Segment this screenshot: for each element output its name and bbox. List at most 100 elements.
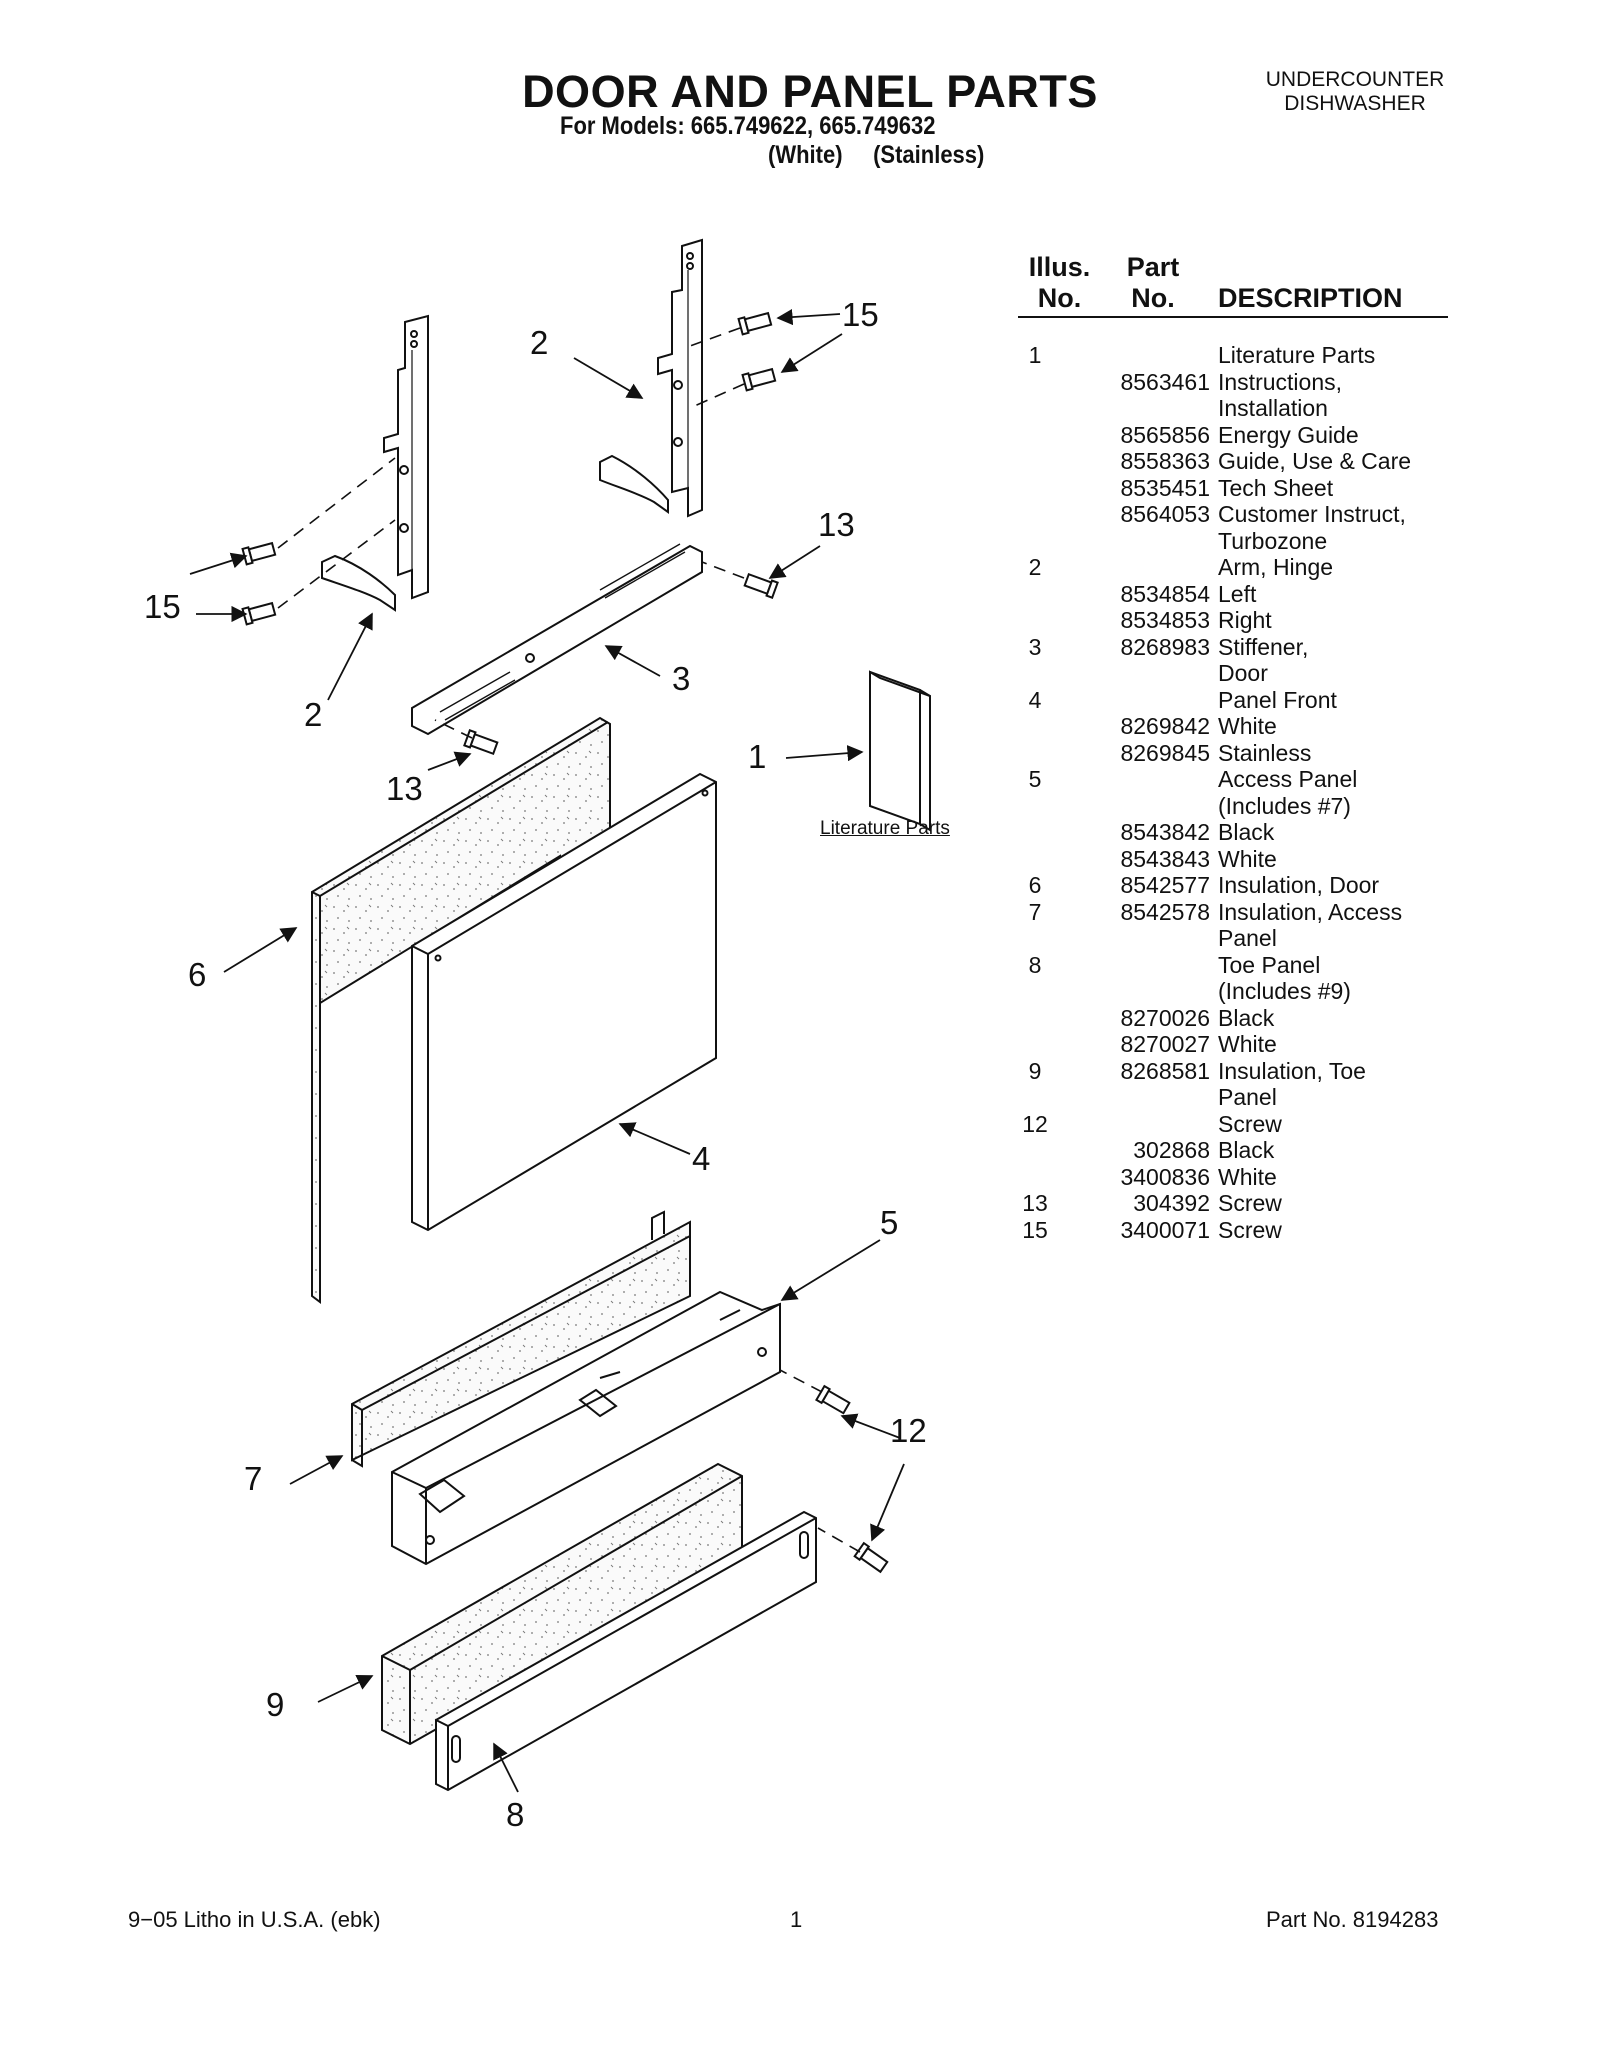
part-number: 8543843	[1120, 845, 1210, 872]
illus-number: 13	[1022, 1190, 1048, 1216]
part-number: 8565856	[1120, 421, 1210, 448]
part-description: Stainless	[1218, 739, 1312, 766]
part-description: Stiffener,	[1218, 633, 1309, 660]
part-description: Tech Sheet	[1218, 474, 1334, 501]
part-description: Panel	[1218, 1084, 1277, 1110]
part-number: 8563461	[1120, 368, 1210, 395]
part-description: Literature Parts	[1218, 342, 1376, 368]
literature-parts-booklet	[869, 670, 931, 832]
footer-litho: 9−05 Litho in U.S.A. (ebk)	[128, 1907, 381, 1932]
part-description: Panel	[1218, 925, 1277, 951]
panel-front-part	[411, 772, 717, 1232]
part-description: Black	[1218, 1004, 1275, 1031]
illus-number: 12	[1022, 1110, 1048, 1137]
parts-row: Panel	[1000, 925, 1460, 952]
part-number: 8534854	[1120, 580, 1210, 607]
part-number: 8268983	[1120, 633, 1210, 660]
part-description: Customer Instruct,	[1218, 501, 1406, 527]
part-description: Right	[1218, 607, 1272, 633]
callout-15-top: 15	[842, 296, 879, 333]
callout-3: 3	[672, 660, 691, 697]
parts-row: Turbozone	[1000, 528, 1460, 555]
parts-row: 8270026 Black	[1000, 1005, 1460, 1032]
parts-row: Door	[1000, 660, 1460, 687]
door-stiffener-part	[411, 543, 703, 736]
illus-number: 8	[1028, 951, 1042, 978]
illus-number: 3	[1028, 633, 1042, 660]
footer-page-number: 1	[790, 1907, 803, 1932]
column-header-description: DESCRIPTION	[1218, 283, 1403, 313]
part-description: (Includes #9)	[1218, 978, 1351, 1004]
part-number: 3400836	[1120, 1163, 1210, 1190]
product-category: UNDERCOUNTER DISHWASHER	[1230, 68, 1480, 116]
access-panel-part	[391, 1290, 781, 1566]
part-description: Insulation, Access	[1218, 898, 1403, 925]
part-description: White	[1218, 845, 1277, 872]
part-number: 8558363	[1120, 448, 1210, 474]
part-number: 302868	[1133, 1137, 1210, 1163]
part-number: 8534853	[1120, 607, 1210, 633]
part-number: 8542578	[1120, 898, 1210, 925]
callout-12: 12	[890, 1412, 927, 1449]
part-number: 8542577	[1120, 872, 1210, 898]
col-illus-line1: Illus.	[1028, 252, 1091, 282]
parts-row: 3400836 White	[1000, 1164, 1460, 1191]
part-number: 304392	[1133, 1190, 1210, 1216]
access-panel-insulation-part	[351, 1210, 691, 1468]
part-number: 8269842	[1120, 713, 1210, 739]
column-header-part-no: Part No.	[1113, 252, 1193, 314]
illus-number: 15	[1022, 1216, 1048, 1243]
part-description: White	[1218, 1163, 1277, 1190]
part-number: 8270026	[1120, 1004, 1210, 1031]
parts-row: 8535451 Tech Sheet	[1000, 475, 1460, 502]
callout-13-right: 13	[818, 506, 855, 543]
col-part-line2: No.	[1131, 283, 1175, 313]
part-description: Screw	[1218, 1190, 1282, 1216]
part-description: Guide, Use & Care	[1218, 448, 1412, 474]
col-part-line1: Part	[1126, 252, 1180, 282]
callout-8: 8	[506, 1796, 525, 1833]
category-line-1: UNDERCOUNTER	[1265, 68, 1445, 91]
column-header-illus-no: Illus. No.	[1012, 252, 1107, 314]
parts-row: 8 Toe Panel	[1000, 952, 1460, 979]
part-description: Screw	[1218, 1216, 1282, 1243]
callout-4: 4	[692, 1140, 711, 1177]
parts-row: 8534854 Left	[1000, 581, 1460, 608]
parts-row: (Includes #7)	[1000, 793, 1460, 820]
part-description: Black	[1218, 1137, 1275, 1163]
illus-number: 7	[1028, 898, 1042, 925]
part-number: 8543842	[1120, 819, 1210, 845]
part-description: Arm, Hinge	[1218, 554, 1334, 580]
parts-row: 302868 Black	[1000, 1137, 1460, 1164]
header-rule	[1018, 316, 1448, 318]
toe-panel-insulation-part	[381, 1462, 743, 1746]
parts-row: 8558363 Guide, Use & Care	[1000, 448, 1460, 475]
part-description: Toe Panel	[1218, 951, 1321, 978]
left-hinge-arm-part	[321, 314, 429, 612]
illus-number: 5	[1028, 766, 1042, 792]
part-number: 8535451	[1120, 474, 1210, 501]
callout-13-bottom: 13	[386, 770, 423, 807]
footer-part-number: Part No. 8194283	[1266, 1907, 1439, 1932]
parts-row: Installation	[1000, 395, 1460, 422]
models-line: For Models: 665.749622, 665.749632	[560, 112, 936, 140]
part-description: Left	[1218, 580, 1257, 607]
parts-row: 8534853 Right	[1000, 607, 1460, 634]
callout-2-top: 2	[530, 324, 549, 361]
callout-7: 7	[244, 1460, 263, 1497]
col-illus-line2: No.	[1037, 283, 1082, 313]
illus-number: 9	[1028, 1057, 1042, 1084]
category-line-2: DISHWASHER	[1284, 92, 1426, 115]
callout-2-bottom: 2	[304, 696, 323, 733]
part-description: Insulation, Door	[1218, 872, 1380, 898]
illus-number: 2	[1028, 554, 1042, 580]
